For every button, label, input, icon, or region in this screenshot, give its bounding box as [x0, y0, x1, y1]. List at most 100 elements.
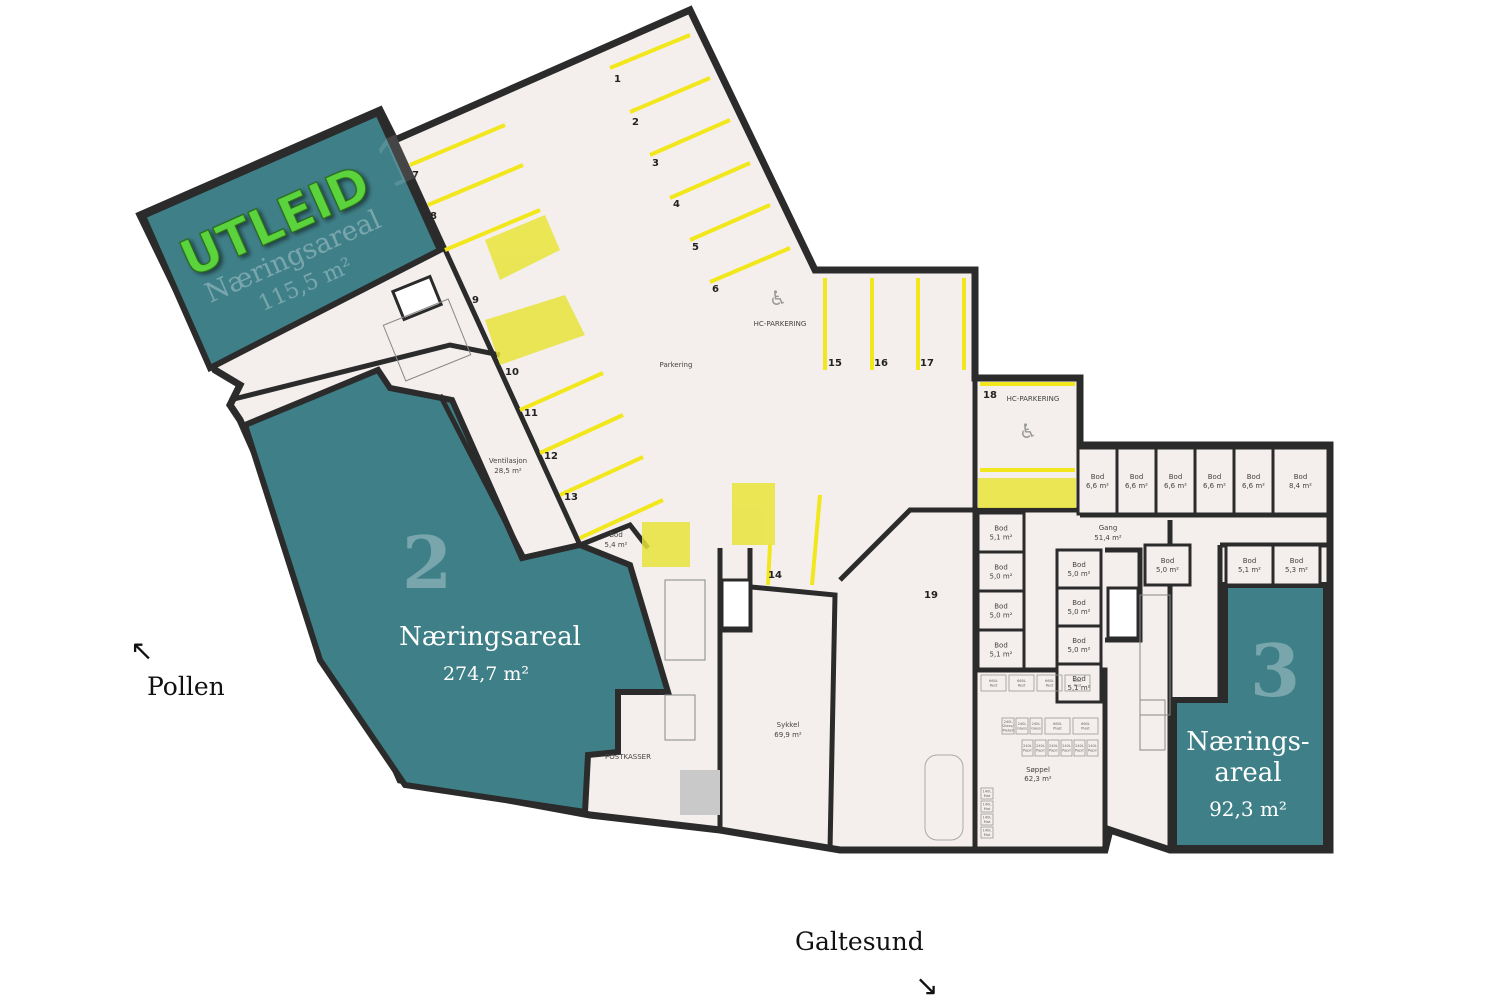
waste-bin — [1034, 739, 1047, 757]
arrow-up-left-icon: ↖ — [130, 634, 153, 667]
soppel-area: 62,3 m² — [1024, 775, 1052, 783]
parking-label: Parkering — [660, 361, 693, 369]
parking-lines — [409, 33, 1075, 586]
spot-8: 8 — [430, 211, 437, 222]
bod-area: 6,6 m² — [1164, 482, 1187, 490]
hatched-zones — [485, 215, 1076, 567]
spot-6: 6 — [712, 284, 719, 295]
waste-bin — [1036, 674, 1063, 692]
bod-label: Bod — [1169, 473, 1183, 481]
bod-area: 6,6 m² — [1242, 482, 1265, 490]
elevator-shafts — [390, 274, 1140, 640]
bod-area: 5,1 m² — [1238, 566, 1261, 574]
spot-11: 11 — [524, 408, 538, 419]
bod-label: Bod — [1072, 637, 1086, 645]
bod-area: 6,6 m² — [1086, 482, 1109, 490]
waste-bin — [1029, 717, 1043, 735]
postkasser-label: POSTKASSER — [605, 753, 651, 761]
spot-17: 17 — [920, 358, 934, 369]
spot-14: 14 — [768, 570, 782, 581]
spot-1: 1 — [614, 74, 621, 85]
bod-area: 5,4 m² — [605, 541, 628, 549]
bod-area: 6,6 m² — [1125, 482, 1148, 490]
bod-room — [1154, 446, 1197, 516]
spot-15: 15 — [828, 358, 842, 369]
spot-5: 5 — [692, 242, 699, 253]
spot-9: 9 — [472, 295, 479, 306]
waste-bin — [1044, 717, 1071, 735]
bod-label: Bod — [1072, 561, 1086, 569]
unit-1-area[interactable] — [139, 109, 444, 373]
bod-label: Bod — [1208, 473, 1222, 481]
spot-16: 16 — [874, 358, 888, 369]
hc-parking-label-1: HC-PARKERING — [754, 320, 807, 328]
waste-bin — [980, 813, 994, 826]
sykkel-label: Sykkel — [777, 721, 800, 729]
waste-bin — [1073, 739, 1086, 757]
galtesund-label: Galtesund — [795, 927, 924, 956]
bod-room — [976, 511, 1026, 554]
bod-label: Bod — [994, 642, 1008, 650]
unit-3-name-line1: Nærings- — [1186, 727, 1309, 757]
ventilasjon-label: Ventilasjon — [489, 457, 527, 465]
sofa-icon — [680, 770, 720, 815]
spot-2: 2 — [632, 117, 639, 128]
waste-bin — [980, 674, 1007, 692]
bod-area: 5,0 m² — [1068, 608, 1091, 616]
bod-label: Bod — [1091, 473, 1105, 481]
bod-area: 6,6 m² — [1203, 482, 1226, 490]
unit-2-area[interactable] — [241, 366, 673, 816]
bod-label: Bod — [1247, 473, 1261, 481]
bod-room — [1055, 624, 1103, 666]
bod-area: 8,4 m² — [1289, 482, 1312, 490]
unit-2-name: Næringsareal — [399, 622, 581, 652]
waste-bin — [980, 800, 994, 813]
bod-room — [1055, 586, 1103, 628]
waste-bin — [1064, 674, 1091, 692]
bod-room — [976, 589, 1026, 632]
waste-bin — [1086, 739, 1099, 757]
bod-room — [1076, 446, 1119, 516]
spot-19: 19 — [924, 590, 938, 601]
waste-bin — [1008, 674, 1035, 692]
wheelchair-icon: ♿ — [1019, 419, 1037, 443]
bod-area: 5,0 m² — [1068, 646, 1091, 654]
bod-room — [1271, 446, 1330, 516]
bod-label: Bod — [1072, 675, 1086, 683]
bod-area: 5,0 m² — [990, 573, 1013, 581]
bod-room — [1055, 662, 1103, 704]
bod-label: Bod — [1290, 557, 1304, 565]
bod-label: Bod — [1294, 473, 1308, 481]
unit-3-area: 92,3 m² — [1209, 797, 1287, 821]
bod-area: 5,3 m² — [1285, 566, 1308, 574]
bod-area: 5,0 m² — [1156, 566, 1179, 574]
unit-3-area[interactable] — [1171, 582, 1329, 851]
waste-bin — [1060, 739, 1073, 757]
sykkel-area: 69,9 m² — [774, 731, 802, 739]
bod-room — [1232, 446, 1275, 516]
waste-bin — [980, 826, 994, 839]
waste-bin — [1021, 739, 1034, 757]
bod-label: Bod — [1161, 557, 1175, 565]
waste-bin — [1072, 717, 1099, 735]
car-icon — [924, 754, 964, 841]
waste-bin — [980, 787, 994, 800]
unit-2-area: 274,7 m² — [443, 663, 529, 685]
unit-3-name-line2: areal — [1214, 758, 1281, 788]
bod-room — [1055, 548, 1103, 590]
unit-3-number: 3 — [1250, 628, 1300, 713]
